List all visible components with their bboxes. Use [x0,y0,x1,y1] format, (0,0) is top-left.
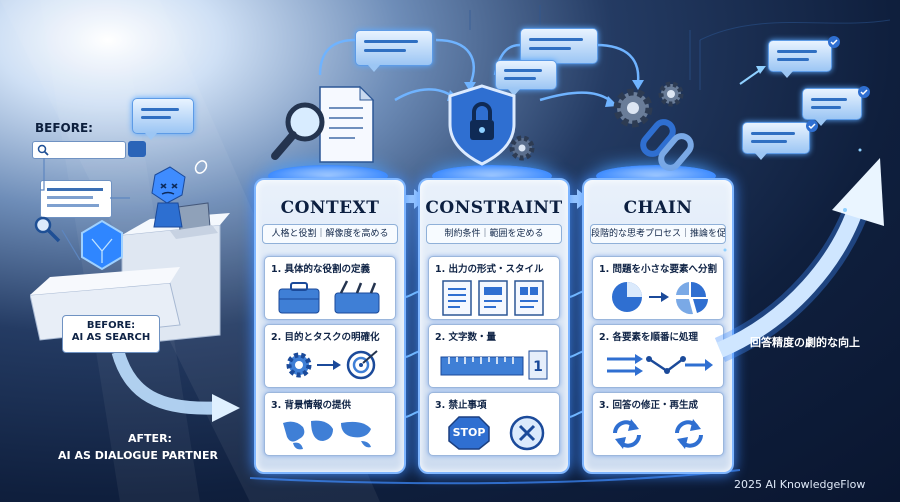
pillar-subtitle: 人格と役割｜解像度を高める [262,224,398,244]
card-goal-clarification: 2. 目的とタスクの明確化 [264,324,396,388]
search-results-panel [40,180,112,218]
result-text: 回答精度の劇的な向上 [750,336,860,349]
left-connectors [40,158,240,422]
speech-bubble-before [132,98,194,140]
documents-icon [442,280,544,316]
card-label: 2. 文字数・量 [435,332,497,343]
card-background-info: 3. 背景情報の提供 [264,392,396,456]
card-sequential-processing: 2. 各要素を順番に処理 [592,324,724,388]
document-search-icon [271,85,375,163]
card-problem-split: 1. 問題を小さな要素へ分割 [592,256,724,320]
pie-split-icon [612,282,708,315]
before-heading: BEFORE: [35,121,93,135]
card-label: 2. 目的とタスクの明確化 [271,332,380,343]
pillar-constraint: CONSTRAINT 制約条件｜範囲を定める 1. 出力の形式・スタイル 2. … [418,178,570,474]
pillar-chain: CHAIN 段階的な思考プロセス｜推論を促す 1. 問題を小さな要素へ分割 2.… [582,178,734,474]
after-line2: AI AS DIALOGUE PARTNER [58,449,218,462]
pillar-title: CONTEXT [280,198,380,218]
magnifier-icon [34,216,61,243]
toolbox-icon [278,280,380,314]
result-bubble-3 [742,122,810,160]
card-label: 1. 出力の形式・スタイル [435,264,544,275]
svg-text:1: 1 [533,359,543,375]
card-label: 3. 禁止事項 [435,400,487,411]
card-regenerate: 3. 回答の修正・再生成 [592,392,724,456]
card-prohibitions: 3. 禁止事項 STOP [428,392,560,456]
before-box-line2: AI AS SEARCH [71,332,151,343]
card-role-definition: 1. 具体的な役割の定義 [264,256,396,320]
before-label-box: BEFORE: AI AS SEARCH [62,315,160,353]
card-length: 2. 文字数・量 1 [428,324,560,388]
before-box-line1: BEFORE: [86,320,136,331]
pillar-subtitle: 制約条件｜範囲を定める [426,224,562,244]
flow-arrows-icon [607,354,713,376]
pillar-context: CONTEXT 人格と役割｜解像度を高める 1. 具体的な役割の定義 2. 目的… [254,178,406,474]
speech-bubble-3 [495,60,557,96]
footer-credit: 2025 AI KnowledgeFlow [734,478,866,491]
card-label: 3. 背景情報の提供 [271,400,352,411]
stop-sign-text: STOP [452,426,486,439]
gears-chain-icon [613,81,694,171]
ruler-icon: 1 [440,350,548,380]
refresh-icons [613,419,703,449]
pillar-title: CONSTRAINT [425,198,563,218]
card-label: 1. 問題を小さな要素へ分割 [599,264,718,275]
pillar-title: CHAIN [623,198,693,218]
close-icon [509,415,545,451]
card-label: 2. 各要素を順番に処理 [599,332,699,343]
world-map-icon [283,420,371,450]
result-bubble-2 [802,88,862,126]
speech-bubble-1 [355,30,433,72]
search-button-shape [128,141,146,157]
card-output-format: 1. 出力の形式・スタイル [428,256,560,320]
stop-sign-icon [448,416,490,450]
result-bubble-1 [768,40,832,78]
shield-lock-icon [448,84,535,166]
search-icon [37,144,49,156]
card-label: 1. 具体的な役割の定義 [271,264,371,275]
gear-target-icon [286,350,378,380]
pillar-subtitle: 段階的な思考プロセス｜推論を促す [590,224,726,244]
card-label: 3. 回答の修正・再生成 [599,400,699,411]
search-bar [32,141,126,159]
after-line1: AFTER: [128,432,172,445]
